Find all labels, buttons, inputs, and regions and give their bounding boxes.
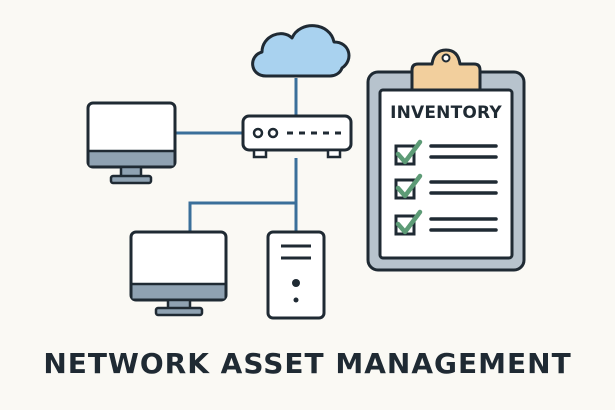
checklist-item bbox=[394, 139, 498, 166]
link-router-monitor-bottom bbox=[188, 201, 296, 232]
checkmark-icon bbox=[395, 173, 423, 199]
checkmark-icon bbox=[395, 139, 423, 165]
diagram-caption: NETWORK ASSET MANAGEMENT bbox=[43, 347, 572, 380]
inventory-checklist bbox=[394, 139, 498, 236]
network-links bbox=[175, 78, 298, 232]
cloud-icon bbox=[251, 24, 351, 78]
router-icon bbox=[241, 114, 353, 159]
monitor-bottom-icon bbox=[129, 230, 228, 317]
monitor-top-icon bbox=[86, 101, 177, 185]
clipboard-icon bbox=[366, 48, 526, 272]
checkmark-icon bbox=[395, 209, 423, 235]
checklist-item bbox=[394, 173, 498, 200]
checklist-item bbox=[394, 209, 498, 236]
server-tower-icon bbox=[266, 230, 326, 320]
clipboard-title: INVENTORY bbox=[390, 103, 502, 123]
